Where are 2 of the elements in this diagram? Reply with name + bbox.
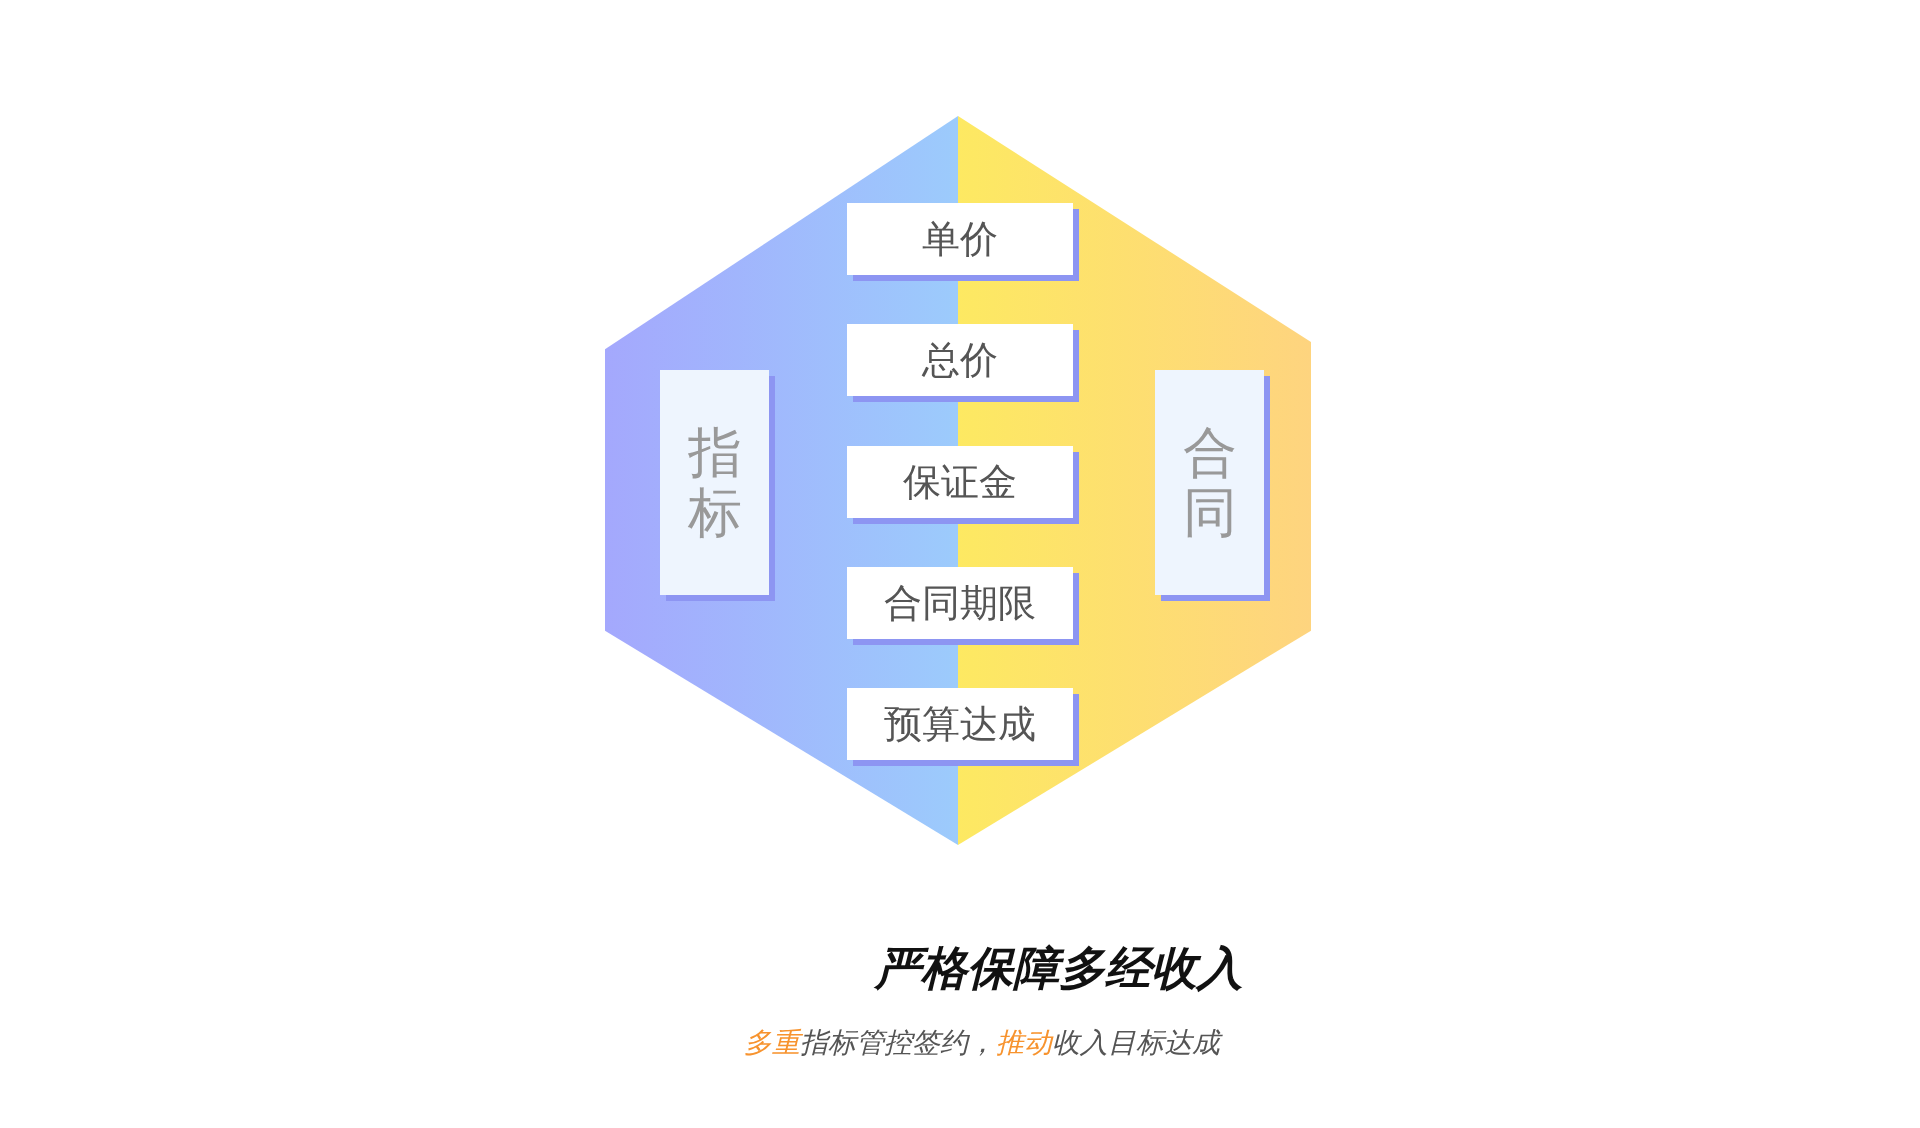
title: 严格保障多经收入 [873, 940, 1244, 997]
caption: 多重指标管控签约，推动收入目标达成 [0, 1024, 1920, 1062]
